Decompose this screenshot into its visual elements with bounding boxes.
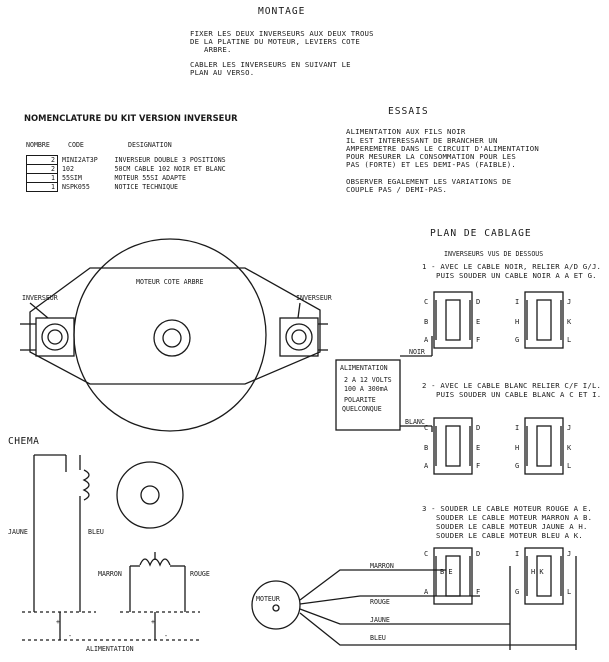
coil-1 <box>82 469 90 501</box>
pins-hk: H K <box>531 568 544 576</box>
nomenclature-title: NOMENCLATURE DU KIT VERSION INVERSEUR <box>24 113 238 123</box>
wire-marron: MARRON <box>370 562 394 570</box>
alimentation-box <box>335 359 401 431</box>
step-1-line-1: 1 - AVEC LE CABLE NOIR, RELIER A/D G/J. <box>422 262 602 271</box>
table-row: 1 NSPK055 NOTICE TECHNIQUE <box>26 182 228 192</box>
inverseur-left-label: INVERSEUR <box>22 294 58 302</box>
motor-mount-view <box>20 238 328 432</box>
noir-label: NOIR <box>409 348 425 356</box>
step-3-line-3: SOUDER LE CABLE MOTEUR JAUNE A H. <box>436 522 588 531</box>
inverseur-right-label: INVERSEUR <box>296 294 332 302</box>
switch-2-right <box>524 417 564 475</box>
moteur-label: MOTEUR <box>256 595 280 603</box>
step-3-line-4: SOUDER LE CABLE MOTEUR BLEU A K. <box>436 531 583 540</box>
schema-title: CHEMA <box>8 436 40 447</box>
inverseur-right-block <box>279 317 319 357</box>
schema-jaune: JAUNE <box>8 528 28 536</box>
plan-subtitle: INVERSEURS VUS DE DESSOUS <box>444 250 544 258</box>
col-nombre: NOMBRE <box>26 141 50 149</box>
schema-minus-1: - <box>68 632 72 640</box>
step-2-line-1: 2 - AVEC LE CABLE BLANC RELIER C/F I/L. <box>422 381 602 390</box>
rotor-disc <box>116 461 184 529</box>
motor-shaft-inner <box>162 328 182 348</box>
schema-alimentation: ALIMENTATION <box>86 645 134 653</box>
schema-plus-2: + <box>151 618 155 626</box>
moteur-cote-arbre-label: MOTEUR COTE ARBRE <box>136 278 204 286</box>
table-row: 1 55SIM MOTEUR 55SI ADAPTE <box>26 173 228 183</box>
motor-shaft-outer <box>153 319 191 357</box>
table-row: 2 102 50CM CABLE 102 NOIR ET BLANC <box>26 164 228 174</box>
switch-1-left <box>433 291 473 349</box>
inverseur-left-nut <box>41 323 69 351</box>
schema-plus-1: + <box>56 618 60 626</box>
schema-minus-2: - <box>164 632 168 640</box>
plan-title: PLAN DE CABLAGE <box>430 228 532 239</box>
step-3-line-1: 3 - SOUDER LE CABLE MOTEUR ROUGE A E. <box>422 504 592 513</box>
wire-rouge: ROUGE <box>370 598 390 606</box>
col-code: CODE <box>68 141 84 149</box>
schematic <box>22 454 200 641</box>
schema-bleu: BLEU <box>88 528 104 536</box>
wire-bleu: BLEU <box>370 634 386 642</box>
motor-plate-outline <box>29 267 321 385</box>
switch-1-right <box>524 291 564 349</box>
wire-jaune: JAUNE <box>370 616 390 624</box>
table-row: 2 MINI2AT3P INVERSEUR DOUBLE 3 POSITIONS <box>26 155 228 165</box>
switch-3-right <box>524 547 564 605</box>
pins-be: B E <box>440 568 453 576</box>
step-1-line-2: PUIS SOUDER UN CABLE NOIR A A ET G. <box>436 271 597 280</box>
inverseur-left-block <box>35 317 75 357</box>
blanc-label: BLANC <box>405 418 425 426</box>
montage-title: MONTAGE <box>258 6 306 17</box>
step-3-line-2: SOUDER LE CABLE MOTEUR MARRON A B. <box>436 513 593 522</box>
inverseur-right-nut <box>285 323 313 351</box>
switch-2-left <box>433 417 473 475</box>
moteur-circle <box>251 580 301 630</box>
schema-rouge: ROUGE <box>190 570 210 578</box>
nomenclature-table: 2 MINI2AT3P INVERSEUR DOUBLE 3 POSITIONS… <box>26 155 228 192</box>
switch-3-left <box>433 547 473 605</box>
col-designation: DESIGNATION <box>128 141 172 149</box>
step-2-line-2: PUIS SOUDER UN CABLE BLANC A C ET I. <box>436 390 602 399</box>
essais-title: ESSAIS <box>388 106 429 117</box>
schema-marron: MARRON <box>98 570 122 578</box>
